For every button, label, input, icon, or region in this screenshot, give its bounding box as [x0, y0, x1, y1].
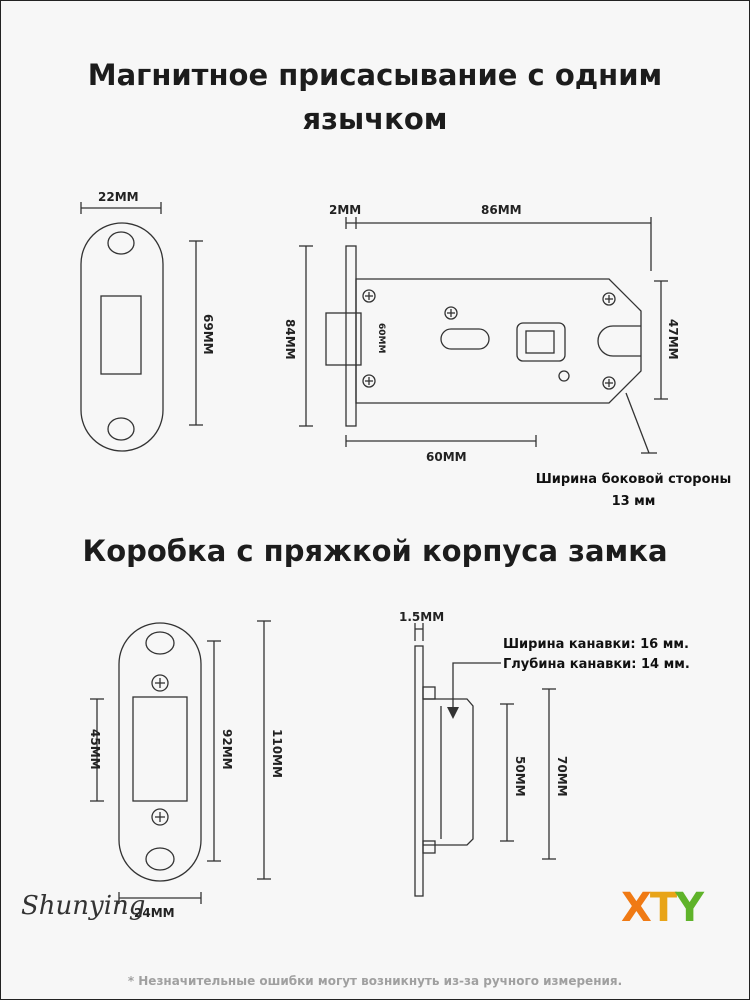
- strike-plate-outline: [80, 222, 164, 452]
- logo-letter-x: X: [621, 885, 652, 931]
- box-hole-bottom: [145, 847, 175, 871]
- logo-letter-t: T: [649, 885, 677, 931]
- side-note-line-1: Ширина боковой стороны: [535, 472, 732, 487]
- label-box-width: 24MM: [134, 906, 175, 920]
- logo-letter-y: Y: [675, 885, 704, 931]
- title-magnetic-latch: Магнитное присасывание с одним язычком: [1, 53, 749, 141]
- box-strike-outline: [118, 622, 202, 882]
- side-width-note: Ширина боковой стороны 13 мм: [521, 469, 746, 513]
- cylinder-hole: [516, 322, 566, 362]
- box-side-profile: [423, 698, 474, 846]
- label-box-inner: 45MM: [88, 729, 102, 770]
- latch-bolt: [325, 312, 362, 366]
- label-groove-small: 50MM: [513, 756, 527, 797]
- label-depth: 60MM: [426, 450, 467, 464]
- slot-hole: [440, 328, 490, 350]
- strike-hole-bottom: [107, 417, 135, 441]
- label-box-outer: 110MM: [270, 729, 284, 778]
- faceplate: [345, 245, 357, 427]
- groove-depth-text: Глубина канавки: 14 мм.: [503, 657, 690, 672]
- box-hole-top: [145, 631, 175, 655]
- box-side-plate: [414, 645, 424, 897]
- title-line-2: язычком: [302, 102, 448, 136]
- label-right-height: 47MM: [666, 319, 680, 360]
- label-faceplate: 2MM: [329, 203, 361, 217]
- title-box-strike: Коробка с пряжкой корпуса замка: [82, 534, 668, 568]
- brand-signature: Shunying: [21, 891, 146, 921]
- label-strike-height: 69MM: [201, 314, 215, 355]
- side-note-line-2: 13 мм: [611, 494, 656, 509]
- label-groove-large: 70MM: [555, 756, 569, 797]
- strike-opening: [100, 295, 142, 375]
- title-line-1: Магнитное присасывание с одним: [87, 58, 663, 92]
- label-box-mid: 92MM: [220, 729, 234, 770]
- groove-width-text: Ширина канавки: 16 мм.: [503, 637, 689, 652]
- xty-logo: XTY: [621, 885, 704, 931]
- label-strike-width: 22MM: [98, 190, 139, 204]
- box-opening: [132, 696, 188, 802]
- lock-body-notch: [597, 325, 641, 357]
- label-body-inner: 60MM: [376, 323, 386, 353]
- groove-note: Ширина канавки: 16 мм. Глубина канавки: …: [503, 635, 690, 675]
- strike-hole-top: [107, 231, 135, 255]
- label-plate: 1.5MM: [399, 610, 444, 624]
- groove-leader-arrow: [447, 707, 459, 719]
- footer-disclaimer: * Незначительные ошибки могут возникнуть…: [127, 974, 623, 988]
- label-body-height: 84MM: [283, 319, 297, 360]
- small-hole: [558, 370, 570, 382]
- cylinder-inner: [525, 330, 555, 354]
- side-note-leader: [625, 392, 650, 454]
- label-body-length: 86MM: [481, 203, 522, 217]
- groove-leader: [452, 662, 501, 709]
- lock-body-outline: [355, 278, 642, 404]
